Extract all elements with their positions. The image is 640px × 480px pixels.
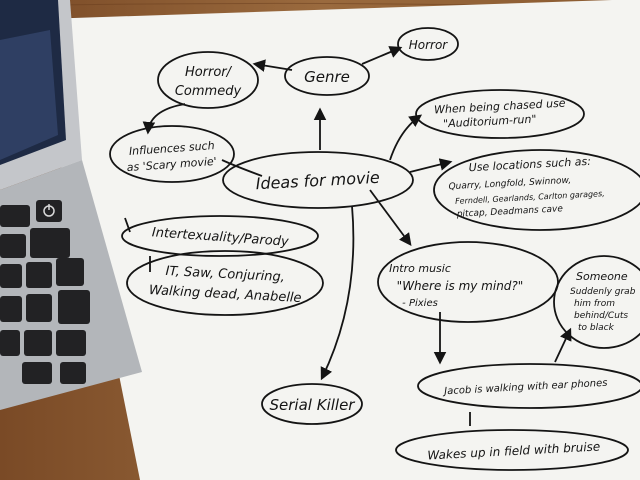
bubble-wakes [395, 429, 629, 471]
label-genre: Genre [304, 68, 350, 86]
label-auditorium-2: "Auditorium-run" [443, 113, 537, 131]
paper-sheet [14, 0, 640, 480]
label-intro-2: "Where is my mind?" [397, 279, 524, 293]
label-intro-1: Intro music [389, 262, 451, 275]
cloud-bubbles [109, 27, 640, 471]
label-horror-comedy-1: Horror/ [185, 65, 233, 80]
bubble-intertext [121, 215, 319, 257]
label-influences-1: Influences such [129, 139, 216, 158]
bubble-films [126, 250, 324, 316]
bubble-serial-killer [261, 383, 363, 425]
bubble-influences [109, 125, 235, 183]
bubble-horror [397, 27, 459, 61]
label-horror: Horror [409, 38, 449, 52]
laptop [0, 0, 142, 410]
bubble-jacob [417, 363, 640, 409]
label-horror-comedy-2: Commedy [175, 84, 242, 99]
label-films-1: IT, Saw, Conjuring, [165, 264, 285, 285]
bubble-center [222, 151, 414, 209]
label-someone-1: Someone [576, 270, 628, 283]
label-someone-3: him from [574, 299, 615, 309]
bubble-locations [433, 149, 640, 231]
connectors [124, 46, 572, 426]
laptop-keyboard [0, 200, 90, 384]
label-someone-2: Suddenly grab [570, 287, 636, 297]
label-intro-3: - Pixies [402, 298, 438, 309]
bubble-someone [553, 255, 640, 349]
power-icon [43, 204, 55, 217]
bubble-auditorium [415, 89, 585, 139]
bubble-horror-comedy [157, 51, 259, 109]
label-influences-2: as 'Scary movie' [126, 155, 217, 174]
label-someone-5: to black [578, 323, 615, 333]
label-locations-1: Use locations such as: [468, 155, 591, 174]
label-serial-killer: Serial Killer [270, 396, 356, 414]
label-someone-4: behind/Cuts [574, 311, 628, 321]
bubble-genre [284, 56, 370, 96]
